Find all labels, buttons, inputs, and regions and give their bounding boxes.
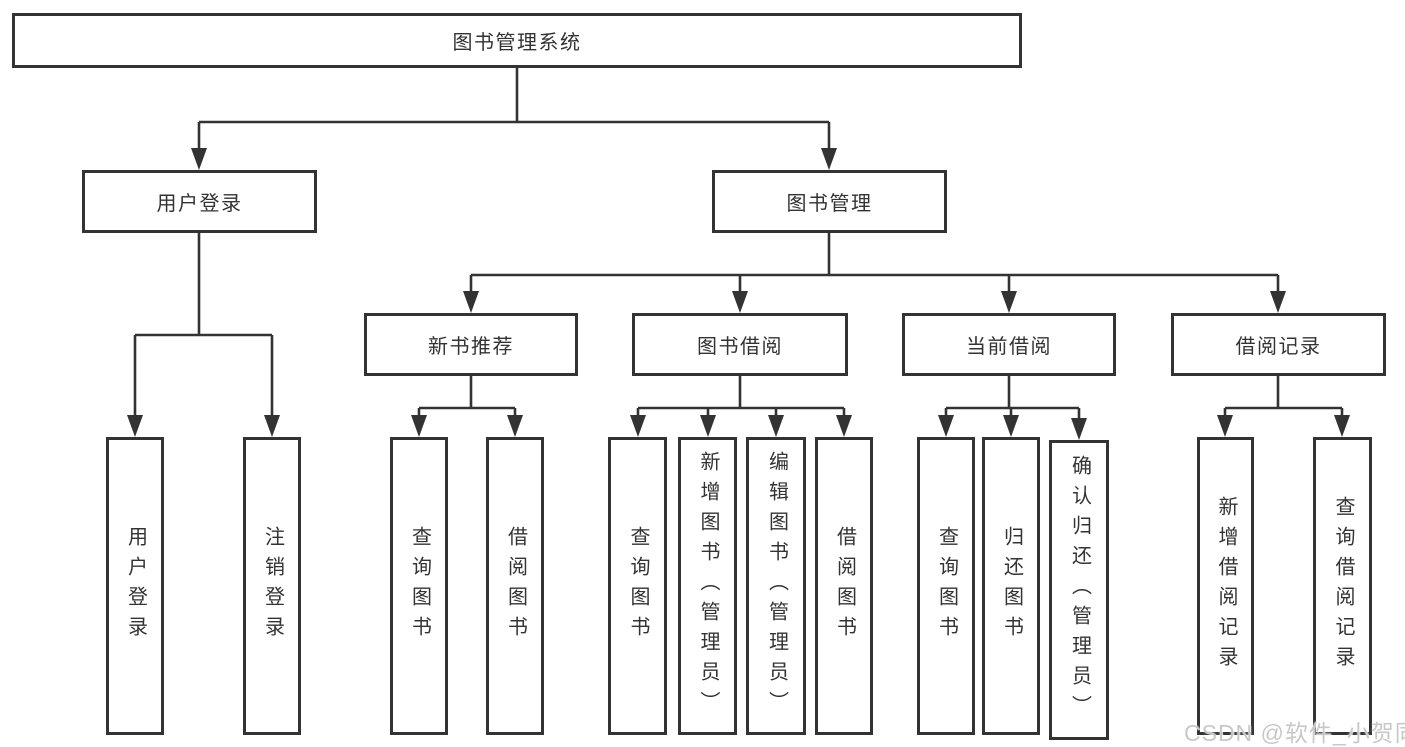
leaf-query-books-current: 查询图书	[917, 437, 975, 735]
node-label: 注销登录	[261, 526, 284, 646]
leaf-logout: 注销登录	[243, 437, 301, 735]
node-label: 归还图书	[1000, 526, 1023, 646]
node-book-management: 图书管理	[712, 170, 947, 233]
leaf-edit-book-admin: 编辑图书（管理员）	[746, 437, 806, 735]
node-label: 图书管理	[786, 193, 873, 215]
leaf-add-borrow-record: 新增借阅记录	[1197, 437, 1254, 735]
node-label: 查询图书	[935, 526, 958, 646]
node-label: 查询借阅记录	[1332, 496, 1354, 676]
node-book-borrow: 图书借阅	[632, 313, 848, 376]
leaf-confirm-return-admin: 确认归还（管理员）	[1049, 440, 1109, 740]
leaf-borrow-books-borrow: 借阅图书	[815, 437, 873, 735]
node-label: 借阅图书	[504, 526, 527, 646]
node-label: 图书管理系统	[452, 32, 582, 54]
csdn-watermark: CSDN @软件_小贺同学	[1184, 720, 1405, 746]
node-library-management-system: 图书管理系统	[12, 13, 1022, 68]
node-label: 用户登录	[156, 193, 243, 215]
node-label: 新书推荐	[428, 336, 514, 358]
node-label: 编辑图书（管理员）	[765, 451, 788, 721]
node-label: 确认归还（管理员）	[1068, 455, 1091, 725]
node-label: 借阅记录	[1235, 336, 1322, 358]
leaf-query-books-recommend: 查询图书	[390, 437, 448, 735]
node-label: 查询图书	[408, 526, 431, 646]
node-user-login: 用户登录	[82, 170, 317, 233]
node-label: 图书借阅	[697, 336, 783, 358]
node-label: 用户登录	[124, 526, 147, 646]
leaf-borrow-books-recommend: 借阅图书	[486, 437, 544, 735]
node-label: 查询图书	[627, 526, 649, 646]
leaf-query-books-borrow: 查询图书	[608, 437, 667, 735]
node-borrow-records: 借阅记录	[1171, 313, 1386, 376]
leaf-user-login: 用户登录	[106, 437, 164, 735]
leaf-add-book-admin: 新增图书（管理员）	[678, 437, 737, 735]
leaf-query-borrow-record: 查询借阅记录	[1313, 437, 1372, 735]
node-label: 当前借阅	[966, 336, 1052, 358]
node-label: 新增图书（管理员）	[697, 451, 719, 721]
node-label: 借阅图书	[833, 526, 856, 646]
node-label: 新增借阅记录	[1215, 496, 1237, 676]
leaf-return-books: 归还图书	[982, 437, 1040, 735]
node-current-borrow: 当前借阅	[902, 313, 1116, 376]
node-new-book-recommend: 新书推荐	[364, 313, 578, 376]
